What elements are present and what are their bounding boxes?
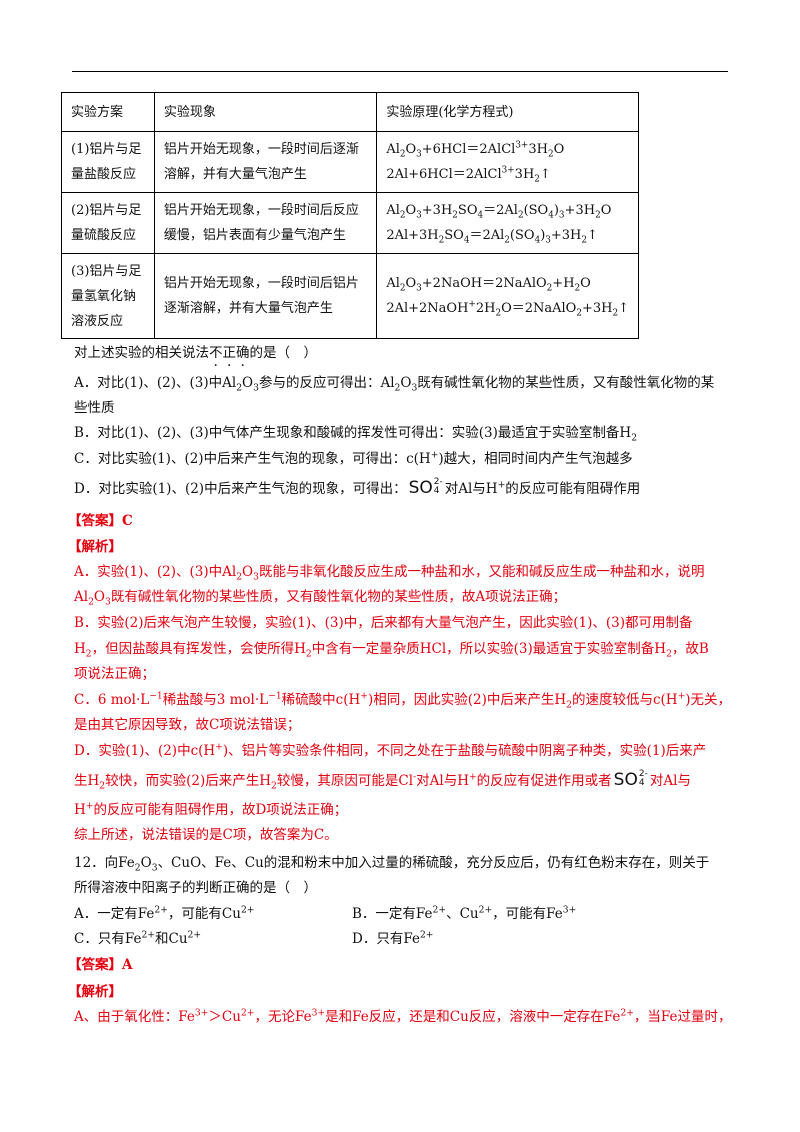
scheme-line: 量盐酸反应: [71, 167, 137, 182]
phenomenon-cell: 铝片开始无现象，一段时间后反应 缓慢，铝片表面有少量气泡产生: [153, 192, 378, 254]
so4-scripts: 2-4: [639, 770, 648, 788]
so4-subscript: 4: [433, 486, 440, 496]
experiment-table: 实验方案 实验现象 实验原理(化学方程式) (1)铝片与足 量盐酸反应 铝片开始…: [61, 92, 639, 339]
so4-charge: 2-: [433, 477, 443, 487]
equation-cell: Al2O3+6HCl＝2AlCl3+3H2O 2Al+6HCl＝2AlCl3+3…: [376, 131, 639, 193]
emphasis-char: 正: [223, 345, 237, 361]
q11-stem-emphasis: 不正确: [209, 345, 250, 361]
q11-option-d-prefix: D．对比实验(1)、(2)中后来产生气泡的现象，可得出：: [74, 481, 407, 497]
q11-explanation-c: C．6 mol·L−1稀盐酸与3 mol·L−1稀硫酸中c(H+)相同，因此实验…: [74, 690, 732, 711]
q12-stem: 12．向Fe2O3、CuO、Fe、Cu的混和粉末中加入过量的稀硫酸，充分反应后，…: [74, 855, 710, 874]
q11-explanation-b: B．实验(2)后来气泡产生较慢，实验(1)、(3)中，后来都有大量气泡产生，因此…: [74, 615, 693, 631]
scheme-cell: (1)铝片与足 量盐酸反应: [61, 131, 155, 193]
equation-line: 2Al+3H2SO4＝2Al2(SO4)3+3H2↑: [386, 228, 598, 246]
q11-answer: 【答案】C: [68, 513, 133, 529]
scheme-line: 量氢氧化钠: [71, 288, 137, 304]
header-principle: 实验原理(化学方程式): [376, 92, 639, 132]
q12-option-c: C．只有Fe2+和Cu2+: [74, 929, 202, 947]
equation-line: Al2O3+2NaOH＝2NaAlO2+H2O: [386, 276, 591, 294]
equation-line: Al2O3+6HCl＝2AlCl3+3H2O: [386, 140, 565, 160]
phenomenon-line: 铝片开始无现象，一段时间后逐渐: [163, 142, 359, 157]
equation-line: 2Al+6HCl＝2AlCl3+3H2↑: [386, 165, 551, 185]
q11-option-c: C．对比实验(1)、(2)中后来产生气泡的现象，可得出：c(H+)越大，相同时间…: [74, 449, 633, 467]
q11-explanation-a: A．实验(1)、(2)、(3)中Al2O3既能与非氧化酸反应生成一种盐和水，又能…: [74, 564, 705, 583]
q11-explanation-d: D．实验(1)、(2)中c(H+)、铝片等实验条件相同，不同之处在于盐酸与硫酸中…: [74, 741, 707, 759]
q11-explanation-c-cont: 是由其它原因导致，故C项说法错误；: [74, 717, 301, 733]
q12-analysis-label: 【解析】: [68, 984, 122, 1000]
table-row: (3)铝片与足 量氢氧化钠 溶液反应 铝片开始无现象，一段时间后铝片 逐渐溶解，…: [61, 253, 639, 339]
emphasis-char: 确: [236, 345, 250, 361]
so4-scripts: 2-4: [434, 478, 443, 496]
so4-base: SO: [408, 478, 433, 498]
header-scheme: 实验方案: [61, 92, 155, 132]
equation-cell: Al2O3+3H2SO4＝2Al2(SO4)3+3H2O 2Al+3H2SO4＝…: [376, 192, 639, 254]
scheme-line: 溶液反应: [71, 313, 124, 329]
phenomenon-line: 缓慢，铝片表面有少量气泡产生: [163, 228, 346, 243]
so4-subscript: 4: [638, 778, 645, 788]
emphasis-char: 不: [209, 345, 223, 361]
q11-explanation-b-cont: H2，但因盐酸具有挥发性，会使所得H2中含有一定量杂质HCl，所以实验(3)最适…: [74, 641, 709, 660]
equation-line: 2Al+2NaOH+2H2O＝2NaAlO2+3H2↑: [386, 299, 629, 319]
phenomenon-line: 铝片开始无现象，一段时间后铝片: [163, 276, 359, 291]
equation-line: Al2O3+3H2SO4＝2Al2(SO4)3+3H2O: [386, 203, 612, 221]
q11-explanation-d-end: H+的反应可能有阻碍作用，故D项说法正确；: [74, 800, 348, 818]
q11-stem-prefix: 对上述实验的相关说法: [74, 345, 209, 361]
q12-explanation-a: A、由于氧化性：Fe3+＞Cu2+，无论Fe3+是和Fe反应，还是和Cu反应，溶…: [74, 1007, 732, 1025]
q12-option-d: D．只有Fe2+: [352, 929, 434, 947]
q11-stem: 对上述实验的相关说法不正确的是（ ）: [74, 343, 317, 363]
header-phenomenon: 实验现象: [153, 92, 378, 132]
phenomenon-cell: 铝片开始无现象，一段时间后逐渐 溶解，并有大量气泡产生: [153, 131, 378, 193]
q11-explanation-b-end: 项说法正确；: [74, 666, 155, 682]
scheme-line: 量硫酸反应: [71, 228, 137, 243]
q11-option-b: B．对比(1)、(2)、(3)中气体产生现象和酸碱的挥发性可得出：实验(3)最适…: [74, 425, 638, 444]
phenomenon-line: 溶解，并有大量气泡产生: [163, 167, 307, 182]
q11-explanation-d-cont: 生H2较快，而实验(2)后来产生H2较慢，其原因可能是Cl-对Al与H+的反应有…: [74, 770, 691, 791]
phenomenon-line: 逐渐溶解，并有大量气泡产生: [163, 301, 333, 316]
table-row: (2)铝片与足 量硫酸反应 铝片开始无现象，一段时间后反应 缓慢，铝片表面有少量…: [61, 192, 639, 254]
q11-option-a-cont: 些性质: [74, 400, 115, 416]
phenomenon-line: 铝片开始无现象，一段时间后反应: [163, 203, 359, 218]
scheme-line: (2)铝片与足: [71, 203, 142, 218]
phenomenon-cell: 铝片开始无现象，一段时间后铝片 逐渐溶解，并有大量气泡产生: [153, 253, 378, 339]
scheme-cell: (3)铝片与足 量氢氧化钠 溶液反应: [61, 253, 155, 339]
table-row: (1)铝片与足 量盐酸反应 铝片开始无现象，一段时间后逐渐 溶解，并有大量气泡产…: [61, 131, 639, 193]
scheme-cell: (2)铝片与足 量硫酸反应: [61, 192, 155, 254]
equation-cell: Al2O3+2NaOH＝2NaAlO2+H2O 2Al+2NaOH+2H2O＝2…: [376, 253, 639, 339]
so4-base: SO: [613, 770, 638, 790]
q12-answer: 【答案】A: [68, 957, 133, 973]
q11-option-d-suffix: 对Al与H+的反应可能有阻碍作用: [444, 479, 641, 497]
q11-explanation-d-suffix: 对Al与: [649, 773, 691, 789]
q12-option-a: A．一定有Fe2+，可能有Cu2+: [74, 904, 255, 922]
so4-charge: 2-: [638, 769, 648, 779]
q12-option-b: B．一定有Fe2+、Cu2+，可能有Fe3+: [352, 904, 577, 922]
header-rule: [72, 71, 728, 72]
q11-explanation-a-cont: Al2O3既有碱性氧化物的某些性质，又有酸性氧化物的某些性质，故A项说法正确；: [74, 589, 567, 608]
q11-summary: 综上所述，说法错误的是C项，故答案为C。: [74, 827, 338, 843]
q12-stem-cont: 所得溶液中阳离子的判断正确的是（ ）: [74, 880, 317, 896]
table-header-row: 实验方案 实验现象 实验原理(化学方程式): [61, 92, 639, 132]
scheme-line: (1)铝片与足: [71, 142, 142, 157]
scheme-line: (3)铝片与足: [71, 263, 142, 279]
q11-stem-suffix: 的是（ ）: [249, 345, 318, 361]
q11-analysis-label: 【解析】: [68, 539, 122, 555]
q11-explanation-d-prefix: 生H2较快，而实验(2)后来产生H2较慢，其原因可能是Cl-对Al与H+的反应有…: [74, 771, 612, 792]
q11-option-a: A．对比(1)、(2)、(3)中Al2O3参与的反应可得出：Al2O3既有碱性氧…: [74, 375, 715, 394]
